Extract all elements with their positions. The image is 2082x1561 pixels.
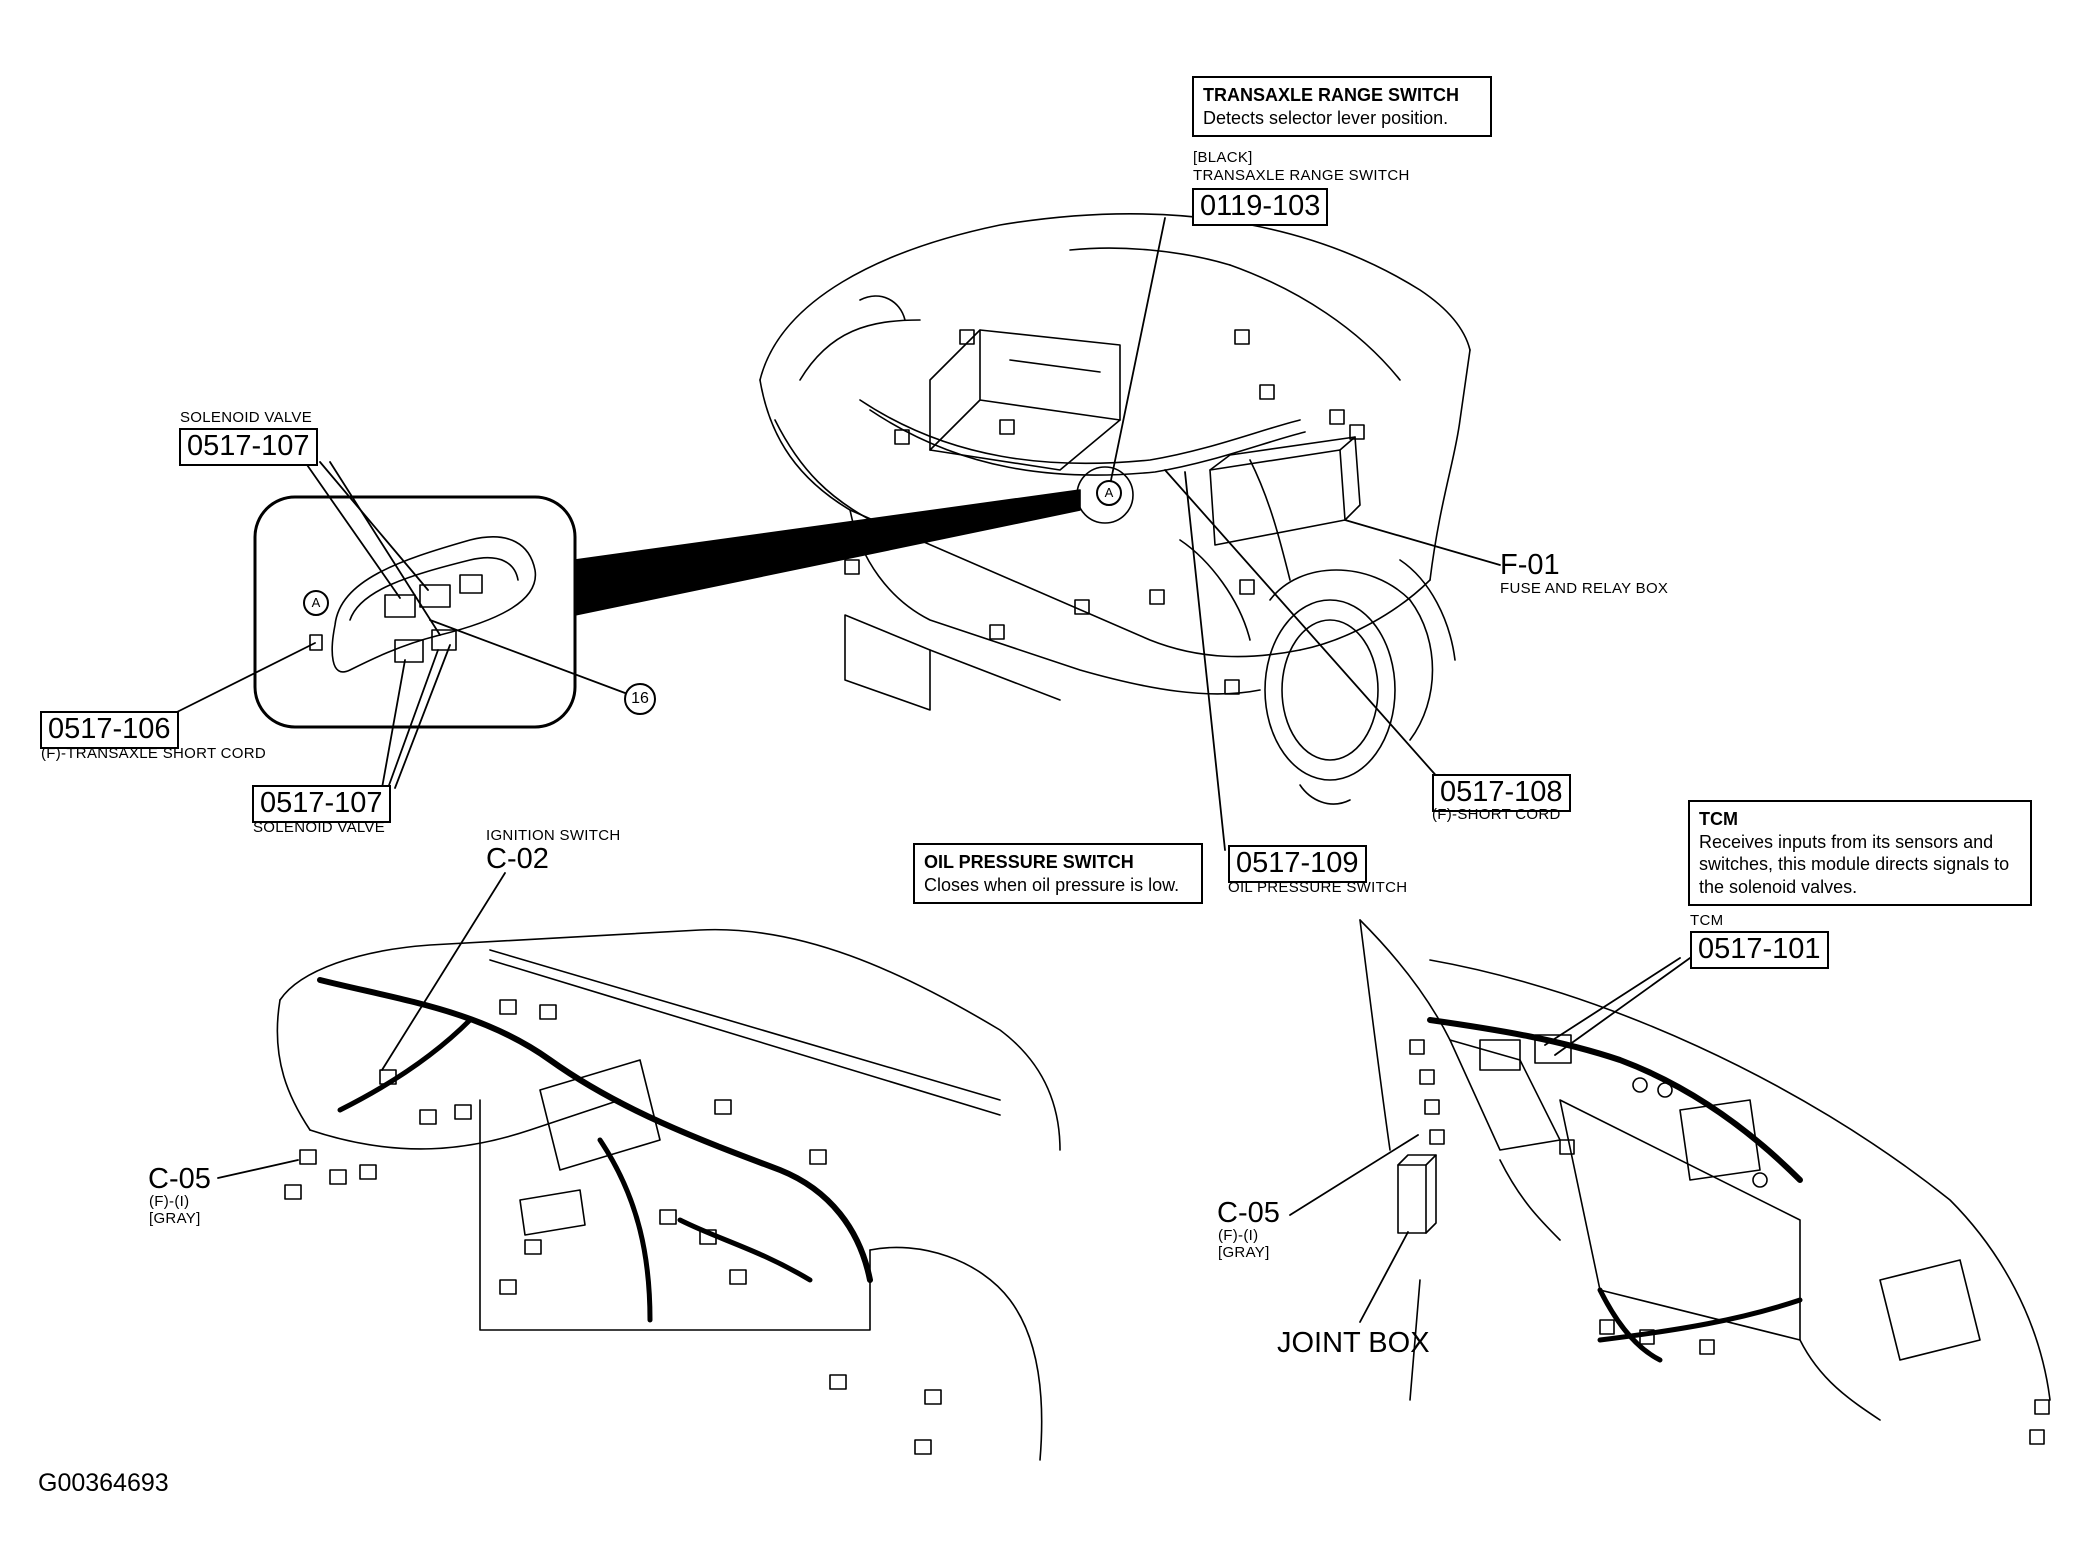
short-cord-108-code: 0517-108 xyxy=(1432,774,1571,812)
solenoid-valve-bottom-code: 0517-107 xyxy=(252,785,391,823)
c05-left-color: [GRAY] xyxy=(149,1210,201,1227)
solenoid-inset-drawing xyxy=(253,495,577,729)
c05-left-subtype: (F)-(I) xyxy=(149,1193,190,1210)
transaxle-range-switch-code: 0119-103 xyxy=(1192,188,1329,226)
callout-description: Receives inputs from its sensors and swi… xyxy=(1699,831,2010,897)
oil-pressure-switch-code: 0517-109 xyxy=(1228,845,1367,883)
callout-title: TCM xyxy=(1699,809,1738,829)
ignition-switch-label: IGNITION SWITCH xyxy=(486,827,621,844)
detail-marker-a-engine: A xyxy=(1096,480,1122,506)
c05-left-code: C-05 xyxy=(148,1163,211,1195)
black-color-tag: [BLACK] xyxy=(1193,149,1253,166)
callout-description: Closes when oil pressure is low. xyxy=(924,874,1180,895)
solenoid-valve-top-label: SOLENOID VALVE xyxy=(180,409,313,426)
c05-right-subtype: (F)-(I) xyxy=(1218,1227,1259,1244)
reference-16-marker: 16 xyxy=(624,683,656,715)
dashboard-left-drawing xyxy=(276,928,1061,1461)
oil-pressure-switch-label: OIL PRESSURE SWITCH xyxy=(1228,879,1408,896)
transaxle-range-switch-label: TRANSAXLE RANGE SWITCH xyxy=(1193,167,1410,184)
fuse-relay-box-label: FUSE AND RELAY BOX xyxy=(1500,580,1669,597)
detail-marker-a-inset: A xyxy=(303,590,329,616)
dashboard-right-drawing xyxy=(1359,919,2051,1445)
transaxle-range-switch-callout: TRANSAXLE RANGE SWITCH Detects selector … xyxy=(1192,76,1492,137)
short-cord-code: 0517-106 xyxy=(40,711,179,749)
c05-right-code: C-05 xyxy=(1217,1197,1280,1229)
zoom-leader xyxy=(574,489,1081,616)
solenoid-valve-bottom-label: SOLENOID VALVE xyxy=(253,819,386,836)
tcm-label: TCM xyxy=(1690,912,1724,929)
oil-pressure-switch-callout: OIL PRESSURE SWITCH Closes when oil pres… xyxy=(913,843,1203,904)
solenoid-valve-top-code: 0517-107 xyxy=(179,428,318,466)
engine-bay-drawing xyxy=(759,213,1471,805)
joint-box-label: JOINT BOX xyxy=(1277,1327,1430,1359)
fuse-relay-box-code: F-01 xyxy=(1500,549,1560,581)
callout-title: OIL PRESSURE SWITCH xyxy=(924,852,1134,872)
figure-id: G00364693 xyxy=(38,1469,169,1497)
c05-right-color: [GRAY] xyxy=(1218,1244,1270,1261)
short-cord-108-label: (F)-SHORT CORD xyxy=(1432,806,1561,823)
leader-lines xyxy=(164,217,1691,1323)
tcm-code: 0517-101 xyxy=(1690,931,1829,969)
callout-title: TRANSAXLE RANGE SWITCH xyxy=(1203,85,1459,105)
callout-description: Detects selector lever position. xyxy=(1203,107,1449,128)
ignition-switch-code: C-02 xyxy=(486,843,549,875)
tcm-callout: TCM Receives inputs from its sensors and… xyxy=(1688,800,2032,906)
short-cord-label: (F)-TRANSAXLE SHORT CORD xyxy=(41,745,266,762)
